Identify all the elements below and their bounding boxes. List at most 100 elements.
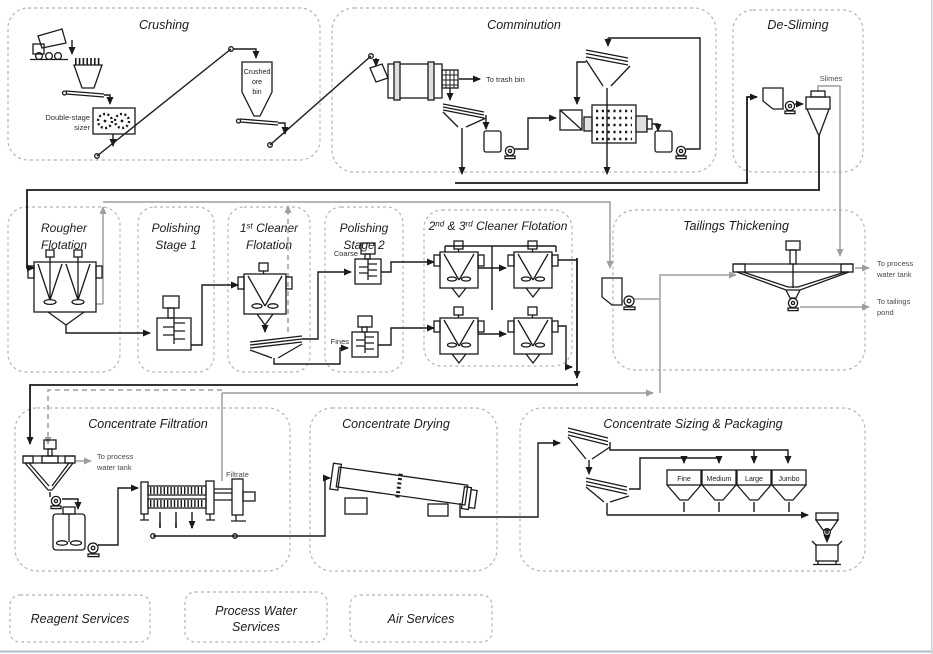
bag-body: [815, 544, 839, 562]
screen-deck: [567, 427, 609, 446]
screen-deck: [249, 335, 303, 349]
screen-funnel: [585, 486, 630, 503]
feedwell: [41, 455, 59, 464]
cleaner23-title: 2nd & 3rd Cleaner Flotation: [428, 219, 568, 233]
truck-wheel: [44, 51, 54, 61]
mill-fins: [356, 332, 374, 353]
bin-label-medium: Medium: [707, 476, 732, 483]
impeller: [43, 298, 57, 306]
bin-label-fine: Fine: [677, 476, 691, 483]
mill-stem: [167, 307, 175, 319]
stirred-mill-icon: [156, 295, 192, 351]
feeder-icon: [61, 90, 105, 98]
filtration-title: Concentrate Filtration: [88, 417, 208, 431]
to-trash-bin-label: To trash bin: [486, 75, 525, 84]
product-bin-icon: Medium: [701, 469, 737, 501]
cyclone-body: [805, 96, 831, 110]
pump: [784, 100, 796, 112]
dryer-support: [427, 503, 449, 517]
filtrate-recycle-dashed: [44, 389, 222, 445]
product-bins: Fine Medium Large Jumbo: [666, 469, 807, 501]
crushing-title: Crushing: [139, 18, 189, 32]
flotation-cell-icon: [507, 306, 559, 365]
desliming-title: De-Sliming: [767, 18, 828, 32]
thickener-icon: [732, 240, 854, 312]
pump-tank: [601, 277, 623, 306]
press-stack-frame: [147, 485, 207, 496]
scrubber-band: [393, 61, 401, 101]
pump-base: [50, 505, 62, 510]
agitator-motor: [73, 249, 83, 258]
ore-bin-label-2: ore: [252, 79, 262, 86]
rougher-cell-icon: [27, 249, 103, 326]
comminution-product-line: [455, 93, 758, 184]
mill-motor: [162, 295, 180, 309]
flotation-cell-icon: [433, 306, 485, 365]
rougher-tank: [33, 261, 97, 313]
polishing1-box: [137, 206, 215, 373]
cleaner1-box: [227, 206, 311, 373]
double-stage-sizer-icon: [92, 107, 136, 135]
screen-funnel: [567, 436, 611, 460]
bin-label-jumbo: Jumbo: [778, 476, 799, 483]
bag-icon: [811, 540, 843, 566]
conveyor1-line: [96, 48, 232, 157]
sizing-box: [519, 407, 866, 572]
pump-hub: [53, 498, 59, 504]
process-water-title-1: Process Water: [215, 604, 298, 618]
dryer-ring-gear: [395, 473, 403, 498]
coarse-label: Coarse: [334, 249, 358, 258]
cleaner1-title-2: Flotation: [246, 238, 292, 252]
pump-base: [504, 155, 516, 160]
pump-base: [87, 553, 100, 558]
feed-box: [559, 109, 583, 131]
product-bin-icon: Fine: [666, 469, 702, 501]
crushing-equipment: Double-stage sizer Crushed ore bin: [30, 28, 279, 135]
product-bin-icon: Large: [736, 469, 772, 501]
cleaner23-box: [423, 209, 573, 367]
hopper-valve-hub: [825, 530, 829, 534]
slimes-line: [817, 85, 844, 257]
polishing1-title-2: Stage 1: [155, 238, 196, 252]
polishing1-title-1: Polishing: [152, 221, 201, 235]
pump: [623, 295, 635, 307]
cyclone-cone: [806, 108, 830, 138]
product-bin-icon: Jumbo: [771, 469, 807, 501]
process-water-title-2: Services: [232, 620, 280, 634]
pump-tank-icon: [483, 130, 516, 160]
screen-deck: [585, 49, 629, 66]
pump-base: [623, 306, 636, 311]
rougher-discharge-cone: [47, 311, 85, 326]
conc-thickener-icon: [22, 439, 76, 491]
drying-title: Concentrate Drying: [342, 417, 450, 431]
impeller: [251, 303, 263, 309]
rougher-title-2: Flotation: [41, 238, 87, 252]
ore-bin-body: [241, 61, 273, 117]
cleaner-recycle-lines: [444, 245, 557, 310]
rougher-launder: [95, 265, 103, 279]
ore-bin-label-3: bin: [252, 89, 261, 96]
screen-funnel: [249, 343, 303, 359]
tank-to-press: [98, 484, 139, 546]
reagent-box: [9, 594, 151, 643]
drying-box: [309, 407, 498, 572]
to-process-water-label-1: To process: [877, 259, 914, 268]
cleaner23-cells: [433, 240, 559, 365]
tailings-header: [103, 201, 614, 269]
mill-trunnion: [635, 115, 648, 133]
cake-to-dryer: [235, 474, 331, 537]
section-titles: Crushing Comminution De-Sliming Rougher …: [31, 18, 829, 634]
press-stack-frame: [147, 498, 207, 509]
press-follower: [205, 480, 215, 515]
tailings-thickening-equipment: To process water tank To tailings pond: [601, 240, 914, 317]
screen-icon: [585, 477, 630, 503]
thickener-drive-column: [47, 448, 53, 457]
coarse-mill-out: [381, 258, 435, 273]
thickener-tab: [22, 455, 34, 464]
pump-tank: [654, 130, 673, 153]
pump: [504, 145, 516, 157]
hopper-top: [815, 512, 839, 521]
pump2-recycle: [608, 37, 701, 150]
sizing-header1: [609, 442, 792, 464]
